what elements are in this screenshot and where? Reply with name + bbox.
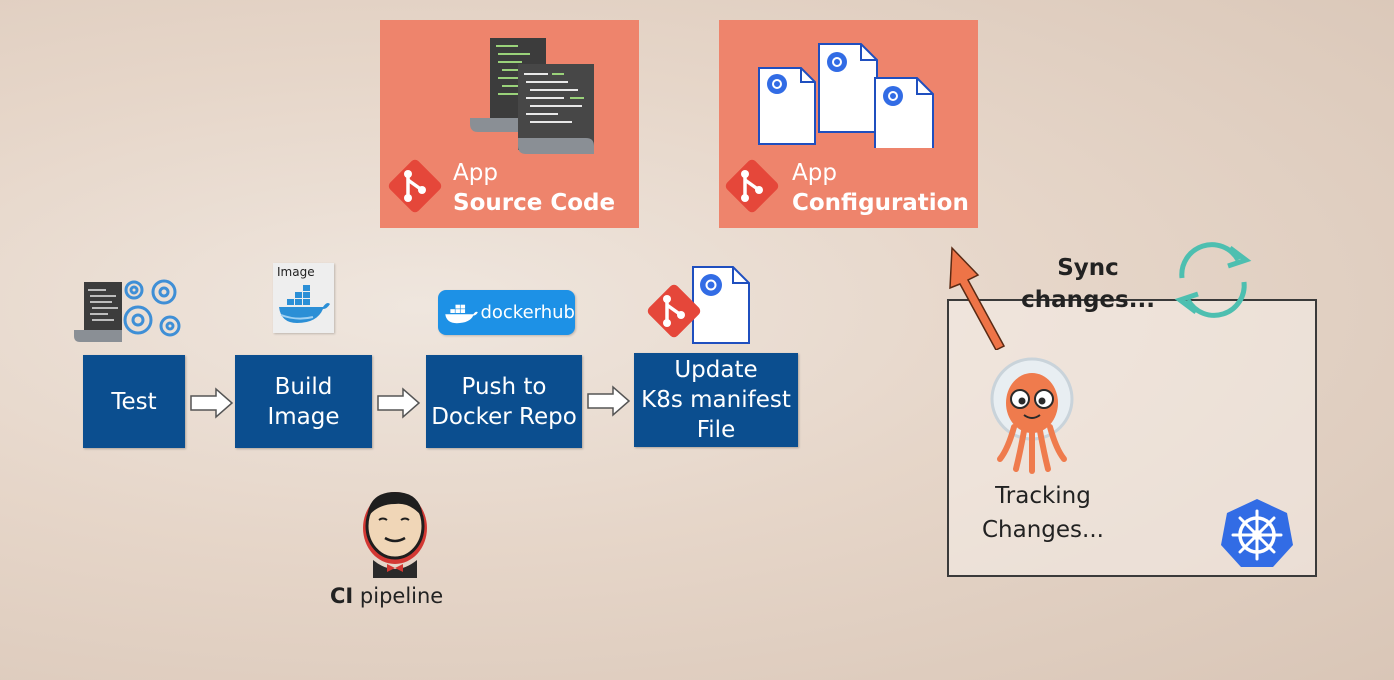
repo-title-line2: Source Code	[453, 190, 616, 216]
repo-title-line2: Configuration	[792, 190, 969, 216]
stage-update-k8s-manifest: Update K8s manifest File	[634, 353, 798, 447]
sync-arrow-icon	[949, 246, 1006, 350]
stage-test: Test	[83, 355, 185, 448]
ci-caption-bold: CI	[330, 584, 354, 608]
repo-title-line1: App	[792, 160, 837, 186]
stage-label: Push to Docker Repo	[431, 373, 577, 430]
stage-label: Update K8s manifest File	[641, 357, 791, 443]
source-code-files-icon	[470, 38, 594, 154]
flow-arrow-icon	[377, 387, 421, 419]
dockerhub-text: dockerhub	[480, 302, 575, 323]
app-source-code-repo: App Source Code	[380, 20, 639, 228]
flow-arrow-icon	[190, 387, 234, 419]
docker-image-icon: Image	[273, 263, 334, 333]
ci-pipeline-caption: CI pipeline	[330, 584, 443, 608]
dockerhub-logo: dockerhub	[438, 290, 575, 335]
stage-push-docker-repo: Push to Docker Repo	[426, 355, 582, 448]
tracking-changes-text: Tracking Changes...	[982, 483, 1104, 543]
app-configuration-label: App Configuration	[792, 158, 969, 218]
image-icon-label: Image	[277, 265, 315, 279]
stage-label: Build Image	[267, 373, 340, 430]
kubernetes-icon	[1221, 499, 1293, 567]
k8s-manifest-files-icon	[758, 43, 934, 148]
git-icon	[725, 159, 779, 213]
docker-whale-icon	[445, 304, 478, 323]
git-k8s-manifest-icon	[647, 266, 750, 344]
app-source-code-label: App Source Code	[453, 158, 615, 218]
flow-arrow-icon	[587, 385, 631, 417]
git-icon	[388, 159, 442, 213]
repo-title-line1: App	[453, 160, 498, 186]
argo-octopus-icon	[990, 357, 1074, 474]
ci-caption-rest: pipeline	[353, 584, 444, 608]
stage-label: Test	[111, 388, 157, 415]
app-configuration-repo: App Configuration	[719, 20, 978, 228]
docker-whale-icon	[279, 285, 330, 323]
sync-changes-text: Sync changes...	[1021, 255, 1155, 313]
test-gears-icon	[74, 279, 181, 342]
jenkins-icon	[363, 492, 427, 578]
sync-cycle-icon	[1174, 242, 1252, 318]
stage-build-image: Build Image	[235, 355, 372, 448]
